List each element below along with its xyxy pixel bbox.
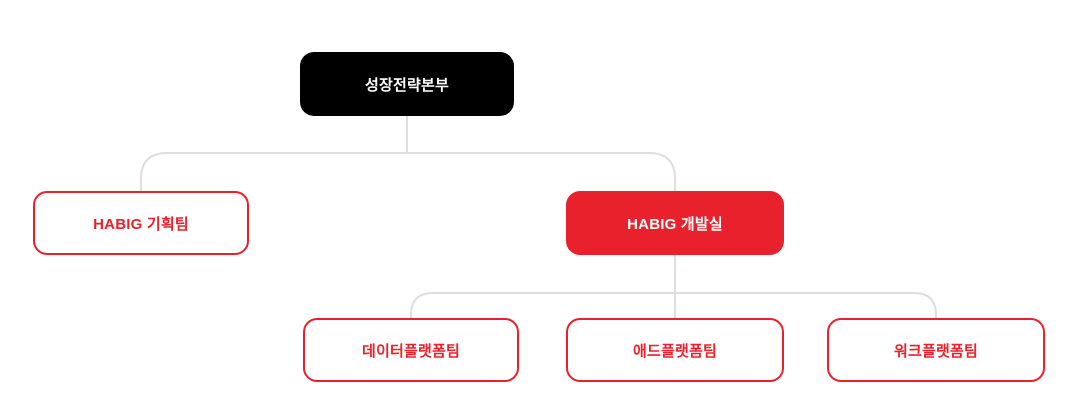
org-node-habig-planning-team: HABIG 기획팀 (33, 191, 249, 255)
connector-level2-elbow (410, 292, 937, 318)
org-node-data-platform-team-label: 데이터플랫폼팀 (361, 342, 460, 360)
org-node-work-platform-team-label: 워크플랫폼팀 (893, 342, 978, 360)
org-node-habig-planning-team-label: HABIG 기획팀 (93, 215, 189, 233)
org-node-root-label: 성장전략본부 (364, 76, 449, 94)
org-node-root: 성장전략본부 (300, 52, 514, 116)
connector-level1-elbow (140, 152, 676, 191)
org-node-habig-dev-office-label: HABIG 개발실 (627, 215, 723, 233)
org-node-work-platform-team: 워크플랫폼팀 (827, 318, 1045, 382)
org-node-data-platform-team: 데이터플랫폼팀 (303, 318, 519, 382)
org-node-ad-platform-team: 애드플랫폼팀 (566, 318, 784, 382)
org-node-ad-platform-team-label: 애드플랫폼팀 (632, 342, 717, 360)
org-node-habig-dev-office: HABIG 개발실 (566, 191, 784, 255)
